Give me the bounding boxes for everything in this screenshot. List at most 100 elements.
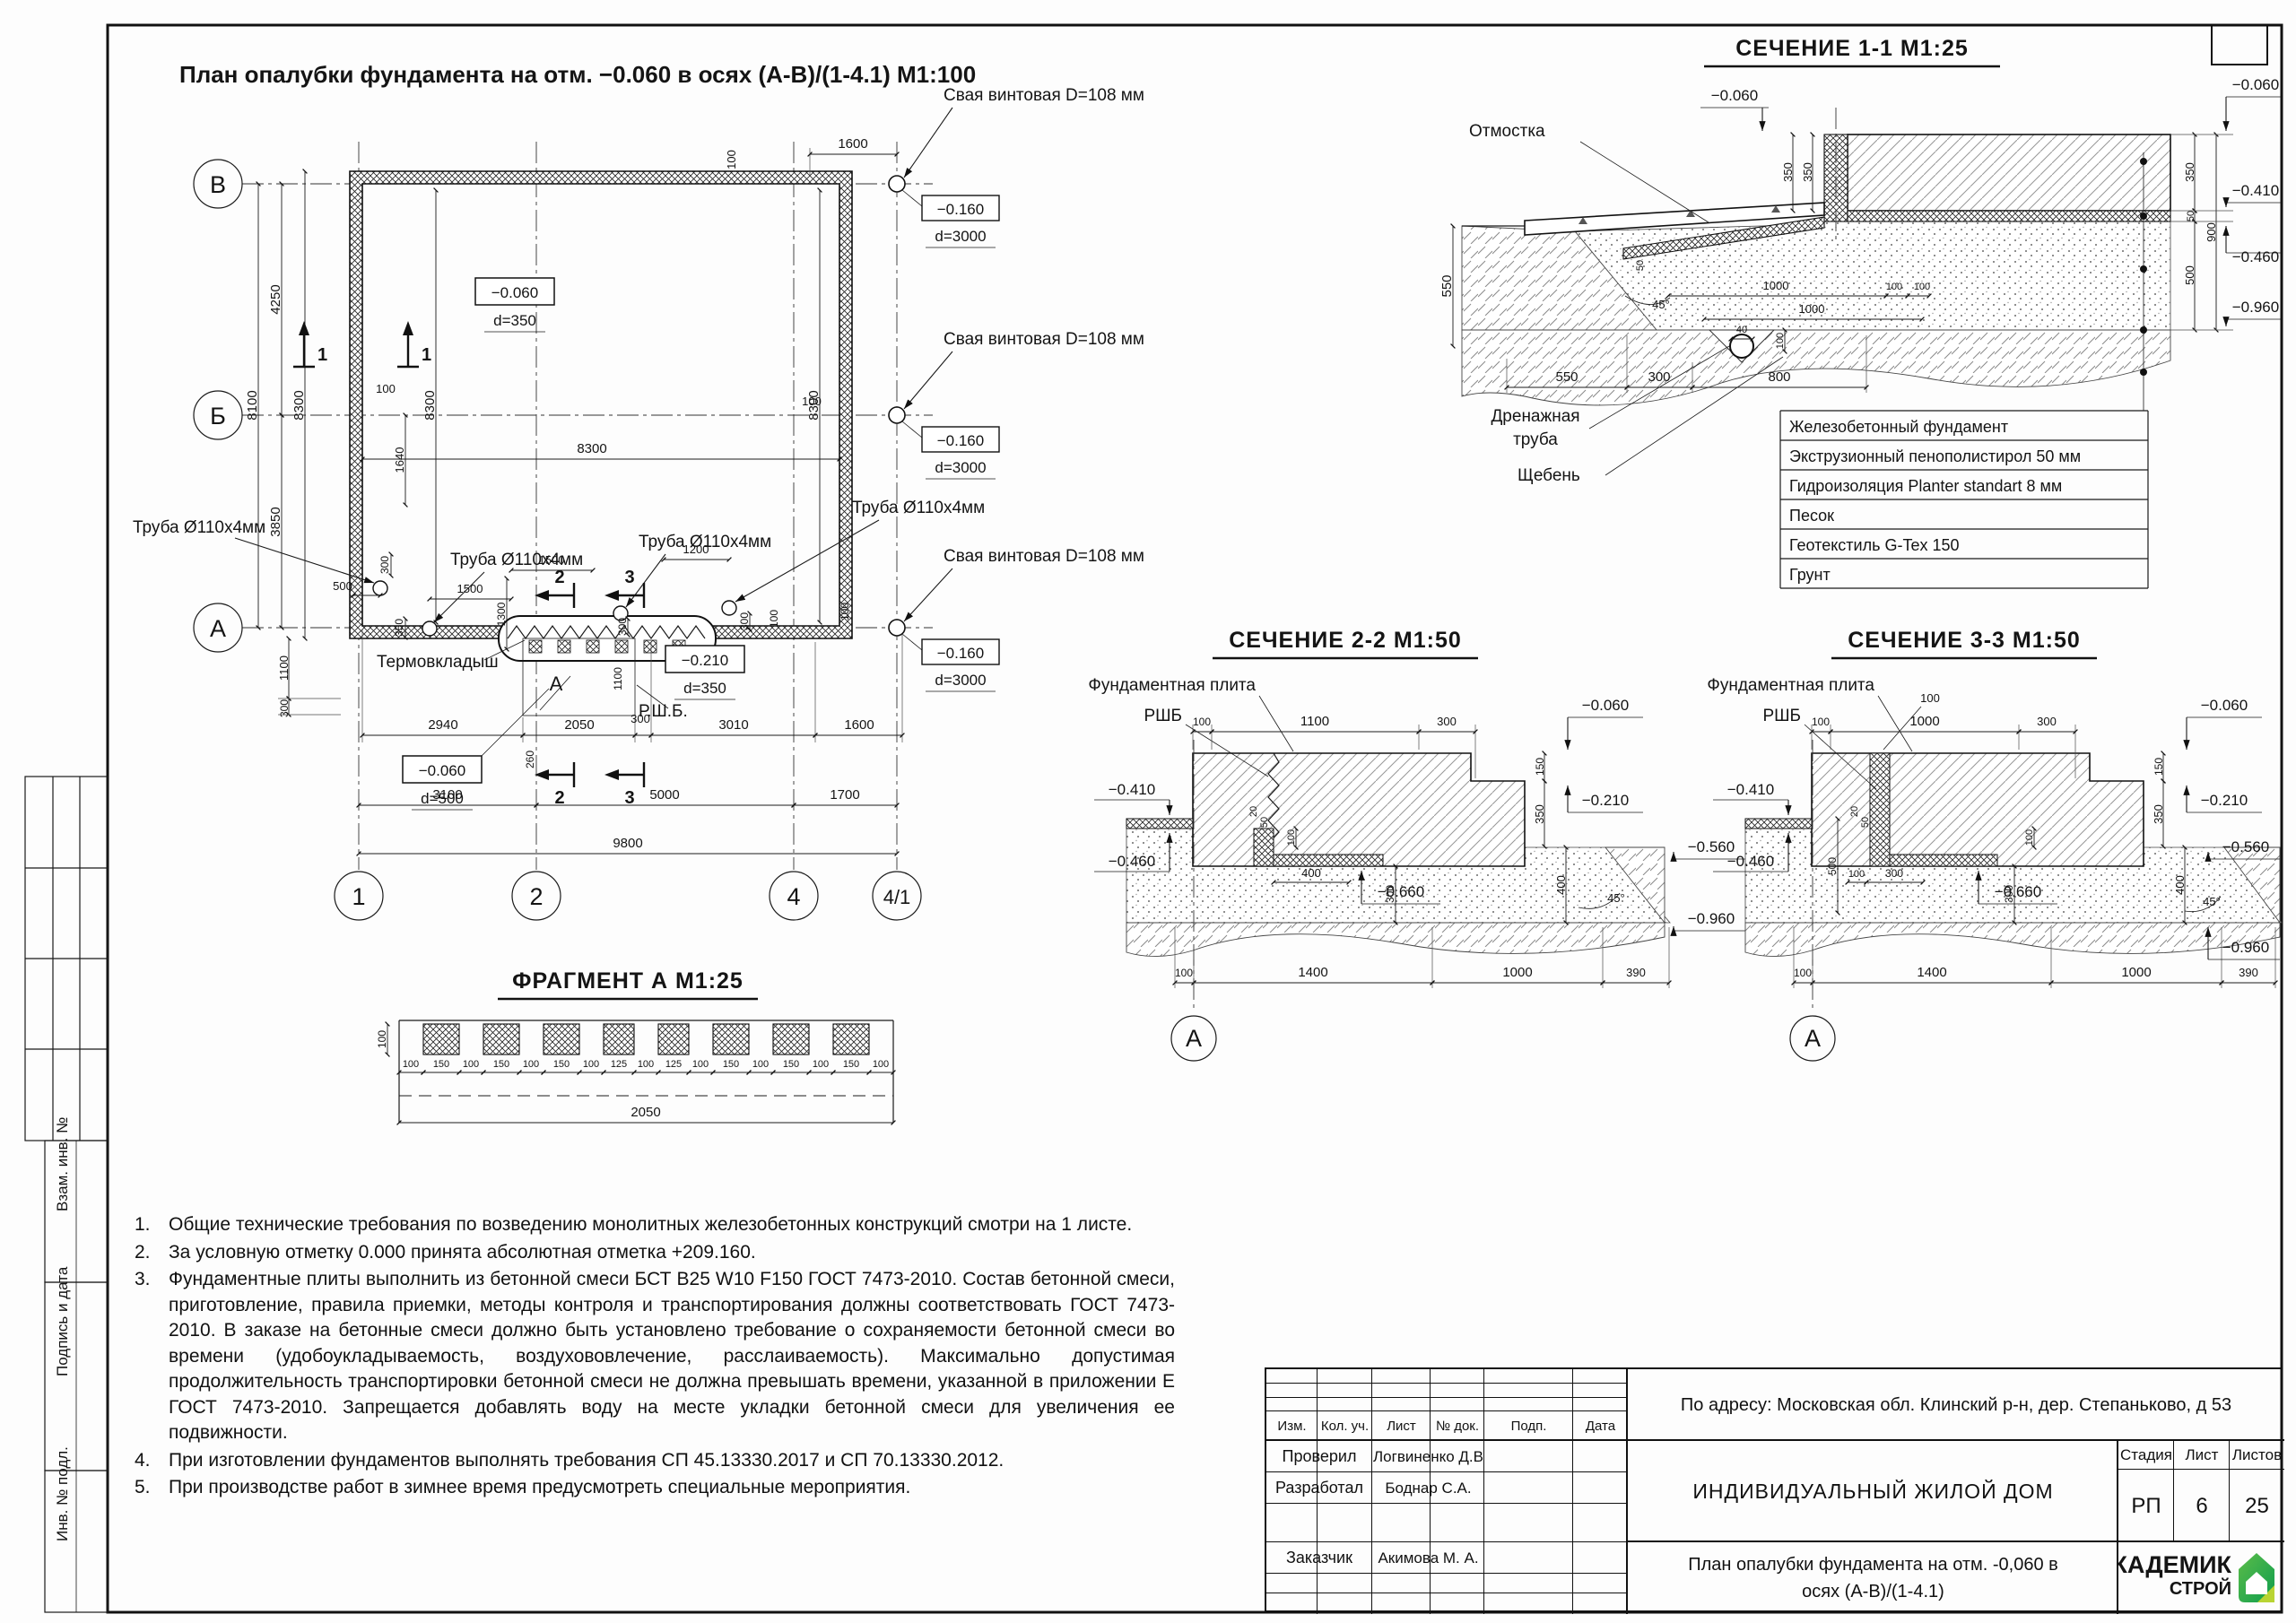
dim-label: 260 [524, 751, 536, 768]
plate-label: Фундаментная плита [1707, 676, 1874, 695]
section-3-3: СЕЧЕНИЕ 3-3 М1:50 Фундаментная плита РШБ… [1707, 628, 2283, 1062]
dim-label: 50 [1860, 817, 1871, 828]
elevation-label: −0.410 [2232, 182, 2279, 199]
dim-label: 550 [1555, 369, 1578, 385]
section-2-2: СЕЧЕНИЕ 2-2 М1:50 Фундаментная плита РШБ… [1088, 628, 1749, 1062]
doc-title-line2: осях (А-В)/(1-4.1) [1802, 1582, 1944, 1601]
elevation-label: −0.560 [2222, 838, 2269, 855]
thermo-label: Термовкладыш [377, 653, 499, 672]
xps-strip [1126, 818, 1194, 829]
drain-pipe [1729, 334, 1754, 359]
elevation-label: −0.060 [2232, 76, 2279, 93]
dim-label: 40 [1736, 325, 1747, 335]
dim-label: 9800 [613, 836, 642, 851]
pile-depth-label: d=3000 [935, 672, 986, 689]
axis-bubble-a: А [1805, 1025, 1821, 1052]
pile-label: Свая винтовая D=108 мм [944, 330, 1144, 349]
axis-bubble-a: А [210, 615, 226, 642]
pile-label: Свая винтовая D=108 мм [944, 547, 1144, 566]
role-cell: Проверил [1282, 1447, 1357, 1465]
elevation-label: −0.060 [1582, 697, 1629, 714]
dim-label: 100 [403, 1059, 419, 1070]
dim-label: 5000 [649, 787, 679, 803]
pipe-label: Труба Ø110х4мм [852, 499, 985, 517]
dim-label: 1000 [1763, 279, 1789, 292]
dim-label: 300 [1437, 715, 1457, 728]
dim-label: 100 [725, 150, 738, 169]
elevation-label: −0.660 [1995, 883, 2041, 900]
axis-bubble-1: 1 [352, 883, 365, 910]
pile-elevation-3: −0.160 d=3000 [901, 633, 1000, 692]
xps-strip [1253, 828, 1274, 867]
section33-dims: 100 1000 300 100 150 350 400 20 50 500 1… [1713, 691, 2280, 988]
elevation-label: −0.410 [1109, 781, 1155, 798]
dim-label: 8300 [806, 390, 822, 420]
section-mark-label: 3 [624, 568, 634, 587]
dim-label: 100 [768, 610, 780, 628]
stage-header: Лист [2185, 1446, 2219, 1463]
margin-label-inv: Инв. № подл. [54, 1446, 71, 1541]
margin-label-vzam: Взам. инв. № [54, 1117, 71, 1211]
dim-label: 350 [1801, 162, 1814, 182]
legend-row: Грунт [1789, 566, 1831, 584]
note-number: 4. [135, 1449, 151, 1471]
pile-elevation-1: −0.160 d=3000 [901, 189, 1000, 248]
gravel-label: Щебень [1518, 466, 1580, 485]
xps-strip [1273, 854, 1384, 867]
dim-label: 400 [1554, 875, 1568, 895]
note-item: 5.При производстве работ в зимнее время … [135, 1475, 1175, 1501]
name-cell: Логвиненко Д.В [1373, 1447, 1483, 1465]
dim-label: 100 [1920, 691, 1940, 705]
dim-label: 3100 [432, 787, 462, 803]
ground-bottom-band [1126, 922, 1665, 957]
dim-label: 1000 [1909, 714, 1939, 729]
dim-label: 550 [1439, 274, 1455, 297]
logo-house-window [2246, 1572, 2267, 1594]
pile-elevation-2: −0.160 d=3000 [901, 421, 1000, 480]
elevation-label: −0.160 [937, 645, 984, 662]
dim-label: 100 [1812, 716, 1830, 728]
col-header: Изм. [1277, 1419, 1307, 1434]
note-item: 4.При изготовлении фундаментов выполнять… [135, 1448, 1175, 1474]
general-notes: 1.Общие технические требования по возвед… [135, 1212, 1175, 1503]
plan-title: План опалубки фундамента на отм. −0.060 … [179, 61, 976, 88]
plan-top-dims: 1600 100 [725, 136, 900, 175]
xps-strip [1744, 818, 1813, 829]
foundation-body [1847, 134, 2171, 212]
stage-value: 25 [2245, 1493, 2269, 1518]
dim-label: 100 [376, 1030, 388, 1048]
dim-label: 50 [2186, 211, 2196, 221]
pipe-label: Труба Ø110х4мм [133, 518, 265, 537]
dim-label: 100 [813, 1059, 829, 1070]
stage-value: РП [2131, 1493, 2161, 1518]
section-title: СЕЧЕНИЕ 3-3 М1:50 [1848, 628, 2081, 653]
dim-label: 1300 [495, 602, 508, 626]
title-block: По адресу: Московская обл. Клинский р-н,… [1265, 1367, 2284, 1614]
ground-wedge [1605, 846, 1665, 924]
dim-label: 100 [839, 603, 851, 621]
dim-label: 350 [2183, 162, 2196, 182]
name-cell: Боднар С.А. [1385, 1479, 1472, 1497]
margin-label-podpis: Подпись и дата [54, 1266, 71, 1376]
dim-label: 1500 [539, 553, 565, 567]
stage-header: Стадия [2120, 1446, 2172, 1463]
fragment-title: ФРАГМЕНТ А М1:25 [512, 968, 744, 994]
dim-label: 350 [393, 619, 405, 637]
dim-label: 1400 [1917, 965, 1946, 980]
dim-label: 300 [2003, 885, 2015, 903]
elevation-label: −0.160 [937, 201, 984, 218]
dim-label: 1700 [830, 787, 859, 803]
logo-text-sub: СТРОЙ [2170, 1577, 2231, 1599]
note-item: 3.Фундаментные плиты выполнить из бетонн… [135, 1267, 1175, 1446]
material-legend: Железобетонный фундамент Экструзионный п… [1779, 410, 2149, 589]
elevation-label: −0.210 [682, 652, 728, 669]
dim-label: 150 [843, 1059, 859, 1070]
dim-label: 150 [553, 1059, 570, 1070]
elevation-label: −0.460 [1727, 853, 1774, 870]
section-mark-label: 2 [554, 788, 564, 808]
plate-label: Фундаментная плита [1088, 676, 1256, 695]
xps-column [1869, 752, 1891, 867]
dim-label: 8300 [577, 441, 606, 456]
elevation-label: −0.060 [491, 284, 538, 301]
